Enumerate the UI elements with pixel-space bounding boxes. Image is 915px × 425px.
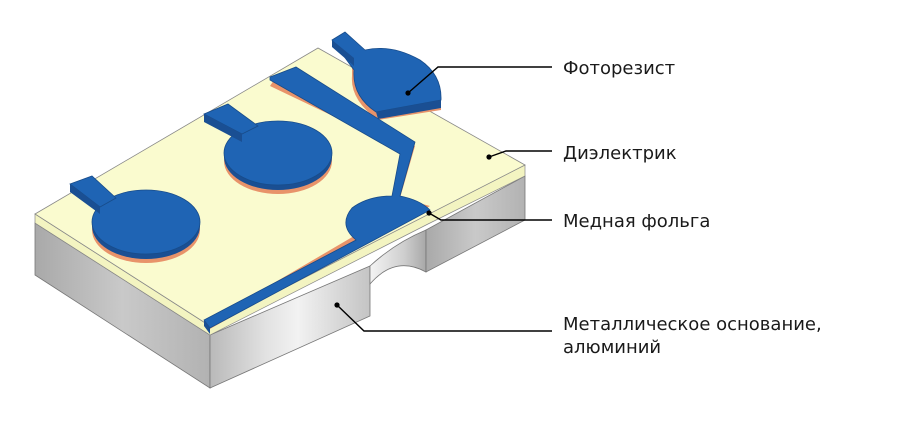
trace-long — [203, 66, 431, 334]
label-metal-base: Металлическое основание, алюминий — [563, 313, 822, 359]
label-copper-foil: Медная фольга — [563, 211, 711, 232]
base-front-face — [209, 265, 371, 389]
leader-photoresist — [407, 66, 552, 94]
pad-left — [69, 175, 201, 263]
pad-top-right — [331, 31, 442, 120]
label-photoresist: Фоторезист — [563, 58, 676, 79]
leader-base — [336, 304, 552, 332]
label-metal-base-line2: алюминий — [563, 337, 662, 358]
pad-middle — [203, 103, 333, 194]
leader-dielectric — [488, 150, 552, 158]
leader-dot-copper — [426, 210, 432, 216]
leader-copper — [428, 212, 552, 221]
leader-lines — [334, 66, 552, 332]
leader-dot-base — [334, 302, 340, 308]
leader-dot-dielectric — [486, 154, 492, 160]
leader-dot-photoresist — [405, 90, 411, 96]
label-metal-base-line1: Металлическое основание, — [563, 314, 822, 335]
label-dielectric: Диэлектрик — [563, 143, 677, 164]
